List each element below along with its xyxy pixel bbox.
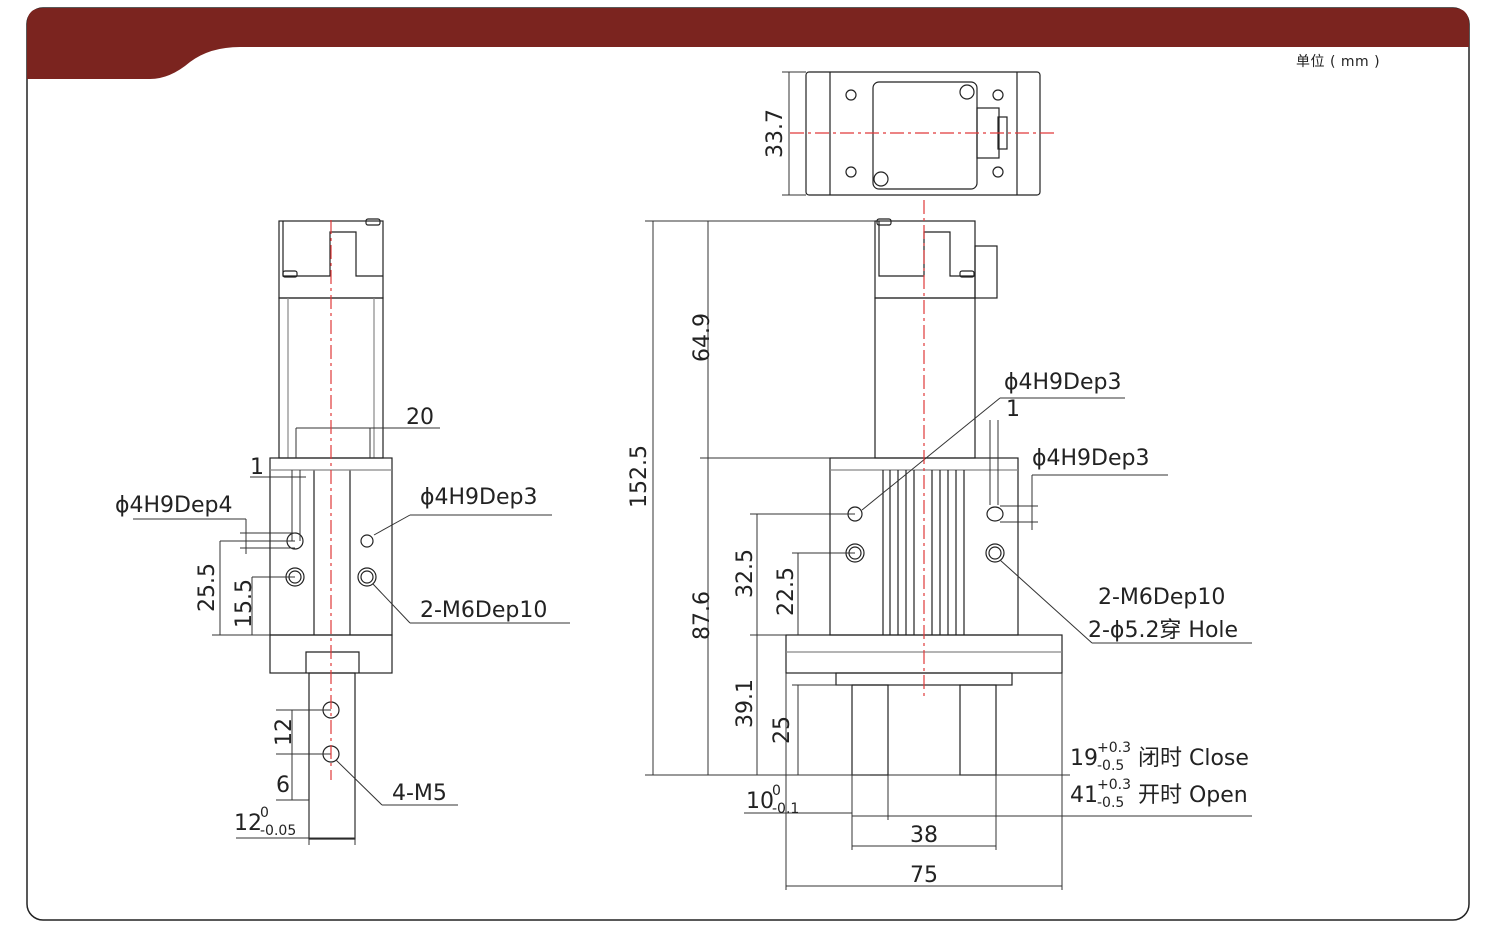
front-hole-b: ϕ4H9Dep3 (1032, 446, 1150, 471)
front-hole-a: ϕ4H9Dep3 (1004, 370, 1122, 395)
front-dim-25: 25 (770, 716, 795, 744)
front-dim-10-base: 10 (746, 789, 774, 814)
open-sup: +0.3 (1097, 777, 1131, 793)
side-jaw-thread: 4-M5 (392, 781, 447, 806)
front-dim-87-6: 87.6 (690, 591, 715, 640)
open-sub: -0.5 (1097, 795, 1124, 811)
front-dim-10-sub: -0.1 (772, 801, 799, 817)
front-dim-32-5: 32.5 (733, 549, 758, 598)
side-hole-dep4: ϕ4H9Dep4 (115, 493, 233, 518)
front-dim-1: 1 (1006, 397, 1020, 422)
side-dim-12-base: 12 (234, 811, 262, 836)
front-through-hole: 2-ϕ5.2穿 Hole (1088, 618, 1238, 643)
side-hole-dep3: ϕ4H9Dep3 (420, 485, 538, 510)
open-label: 开时 Open (1138, 783, 1248, 808)
side-thread: 2-M6Dep10 (420, 598, 547, 623)
side-dim-12: 12 (272, 718, 297, 746)
front-thread: 2-M6Dep10 (1098, 585, 1225, 610)
front-dim-64-9: 64.9 (690, 313, 715, 362)
sheet-frame (26, 7, 1470, 921)
front-dim-10-sup: 0 (772, 783, 781, 799)
front-dim-38: 38 (910, 823, 938, 848)
header-band (27, 8, 1469, 79)
side-dim-15-5: 15.5 (232, 579, 257, 628)
open-base: 41 (1070, 783, 1098, 808)
front-dim-152-5: 152.5 (627, 445, 652, 508)
close-sup: +0.3 (1097, 740, 1131, 756)
front-dim-75: 75 (910, 863, 938, 888)
front-dim-22-5: 22.5 (774, 567, 799, 616)
side-dim-12-sub: -0.05 (260, 823, 296, 839)
side-dim-1: 1 (250, 455, 264, 480)
close-label: 闭时 Close (1138, 746, 1249, 771)
top-dim-33-7: 33.7 (763, 109, 788, 158)
side-dim-25-5: 25.5 (195, 563, 220, 612)
side-dim-20: 20 (406, 405, 434, 430)
side-dim-12-sup: 0 (260, 805, 269, 821)
side-dim-6: 6 (276, 773, 290, 798)
front-dim-39-1: 39.1 (733, 679, 758, 728)
close-sub: -0.5 (1097, 758, 1124, 774)
close-base: 19 (1070, 746, 1098, 771)
unit-label: 单位 ( mm ) (1296, 54, 1381, 70)
